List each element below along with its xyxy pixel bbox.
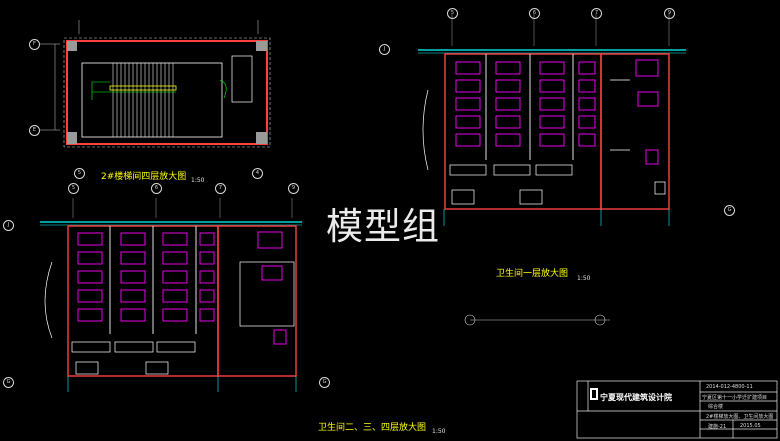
stair-plan-title: 2#楼梯间四层放大图: [101, 172, 187, 182]
wc-first-plan-title: 卫生间一层放大图: [496, 269, 569, 279]
title-block-row: 宁夏区第十一小学迁扩建项目: [702, 395, 768, 401]
title-block-frame: [576, 380, 778, 439]
axis-bubble-icon: 6: [151, 183, 162, 194]
watermark-text: 模型组: [326, 205, 440, 248]
title-block-row: 综合楼: [708, 404, 724, 410]
sheet-date: 2015.05: [740, 423, 761, 429]
axis-bubble-icon: E: [29, 125, 40, 136]
axis-bubble-icon: J: [379, 44, 390, 55]
sheet-number: 建施-21: [708, 424, 727, 430]
wc-upper-plan-title: 卫生间二、三、四层放大图: [318, 423, 427, 433]
axis-bubble-icon: 9: [288, 183, 299, 194]
axis-bubble-icon: 5: [68, 183, 79, 194]
title-block-row: 2014-012-4800-11: [706, 384, 753, 390]
firm-name: 宁夏现代建筑设计院: [600, 393, 672, 402]
axis-bubble-icon: 4: [252, 168, 263, 179]
axis-bubble-icon: G: [724, 205, 735, 216]
axis-bubble-icon: 5: [74, 168, 85, 179]
axis-bubble-icon: 7: [591, 8, 602, 19]
firm-logo-icon: [590, 388, 598, 400]
axis-bubble-icon: G: [3, 377, 14, 388]
stair-plan-scale: 1:50: [191, 177, 205, 184]
axis-bubble-icon: 9: [664, 8, 675, 19]
sheet-title: 2#楼梯放大图、卫生间放大图: [706, 414, 774, 420]
wc-upper-plan: [40, 198, 302, 392]
axis-bubble-icon: 7: [215, 183, 226, 194]
wc-upper-plan-scale: 1:50: [432, 428, 446, 435]
wc-first-plan: [418, 14, 686, 326]
axis-bubble-icon: J: [3, 220, 14, 231]
axis-bubble-icon: G: [319, 377, 330, 388]
axis-bubble-icon: F: [29, 39, 40, 50]
wc-first-plan-scale: 1:50: [577, 275, 591, 282]
axis-bubble-icon: 5: [447, 8, 458, 19]
axis-bubble-icon: 6: [529, 8, 540, 19]
stair-plan: [40, 20, 271, 148]
